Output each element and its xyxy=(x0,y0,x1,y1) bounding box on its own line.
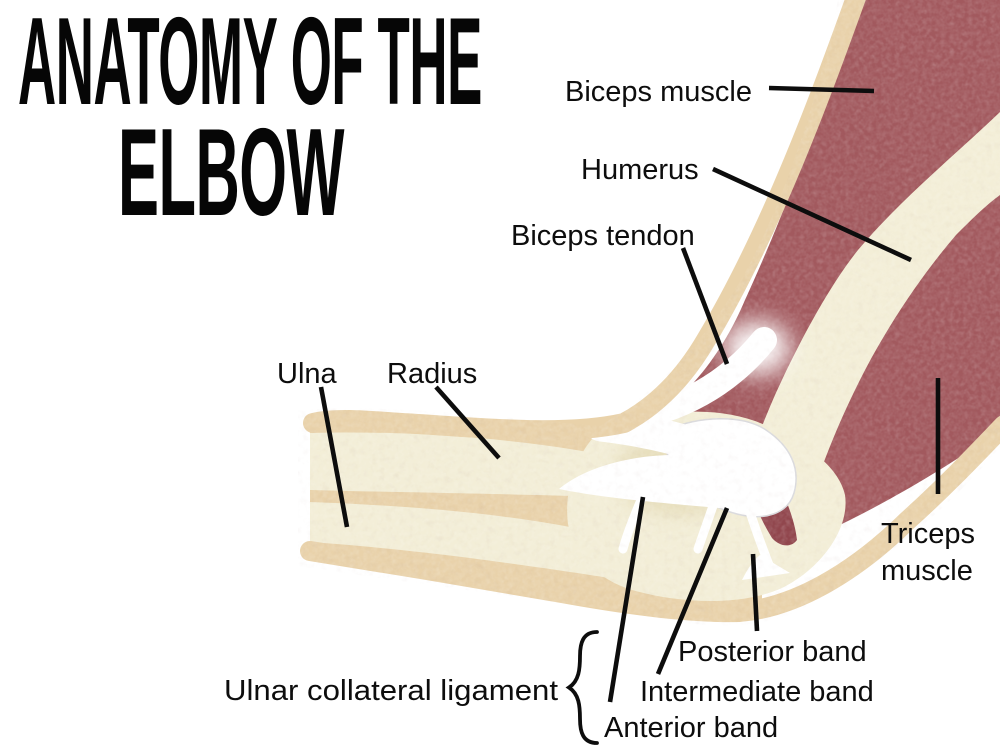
title-line1: ANATOMY OF THE xyxy=(18,0,482,131)
intermediate-band-pointer-line xyxy=(655,507,730,675)
biceps-muscle-pointer-line xyxy=(768,85,875,94)
anterior-band-label: Anterior band xyxy=(604,712,778,744)
posterior-band-pointer-line xyxy=(750,553,760,632)
ulnar-collateral-ligament-label: Ulnar collateral ligament xyxy=(224,675,558,707)
ulna-pointer-line xyxy=(318,386,350,528)
label-texts: Biceps muscle Humerus Biceps tendon Ulna… xyxy=(224,76,975,744)
ulna-label: Ulna xyxy=(277,358,338,390)
anterior-band-pointer-line xyxy=(607,496,646,703)
radius-label: Radius xyxy=(387,358,477,390)
radius-pointer-line xyxy=(434,385,501,460)
pointer-lines xyxy=(318,85,941,703)
humerus-pointer-line xyxy=(712,166,912,263)
biceps-tendon-label: Biceps tendon xyxy=(511,220,695,252)
ulnar-collateral-ligament-brace xyxy=(565,630,599,745)
triceps-muscle-label-line2: muscle xyxy=(881,555,973,587)
humerus-label: Humerus xyxy=(581,154,699,186)
triceps-muscle-label-line1: Triceps xyxy=(881,518,975,550)
page-title: ANATOMY OF THE ELBOW xyxy=(18,0,483,242)
title-line2: ELBOW xyxy=(118,104,344,242)
biceps-muscle-label: Biceps muscle xyxy=(565,76,752,108)
posterior-band-label: Posterior band xyxy=(678,636,867,668)
intermediate-band-label: Intermediate band xyxy=(640,676,874,708)
biceps-tendon-pointer-line xyxy=(680,247,730,365)
